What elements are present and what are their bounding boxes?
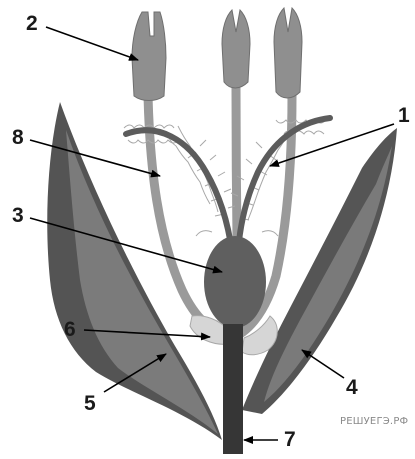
stem — [223, 324, 243, 454]
callout-2: 2 — [26, 12, 38, 35]
ovary — [204, 236, 266, 328]
right-lemma — [242, 128, 397, 414]
callout-4: 4 — [346, 376, 358, 399]
callout-6: 6 — [64, 318, 76, 341]
callout-7: 7 — [284, 428, 296, 451]
watermark: РЕШУЕГЭ.РФ — [340, 416, 409, 427]
anthers — [132, 8, 302, 101]
callout-3: 3 — [12, 204, 24, 227]
callout-5: 5 — [84, 392, 96, 415]
leader-4 — [302, 350, 344, 378]
callout-8: 8 — [12, 126, 24, 149]
callout-1: 1 — [398, 104, 410, 127]
leader-2 — [46, 27, 138, 60]
